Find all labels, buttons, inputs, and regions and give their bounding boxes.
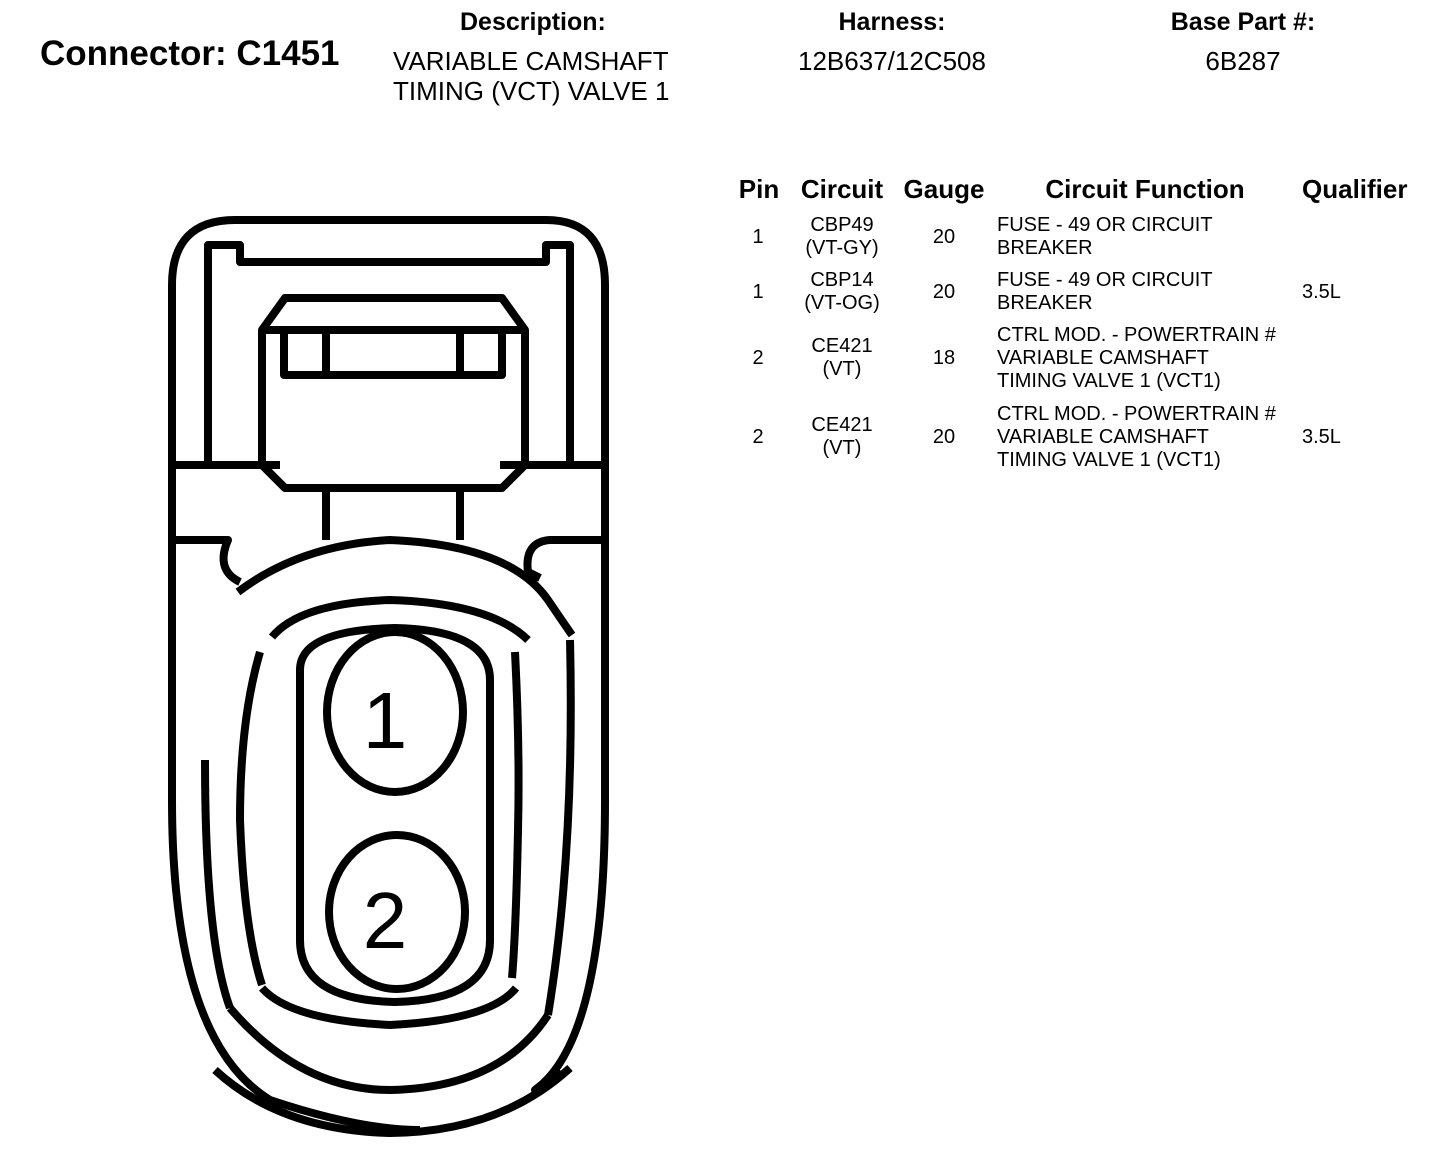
row-3-circuit-color: (VT) bbox=[822, 358, 862, 380]
inner-top-frame bbox=[204, 241, 574, 465]
row-4-circuit: CE421 (VT) bbox=[790, 414, 894, 460]
seal-ring-bottom bbox=[258, 985, 520, 1029]
row-3-function: CTRL MOD. - POWERTRAIN # VARIABLE CAMSHA… bbox=[997, 324, 1276, 393]
row-1-circuit-id: CBP49 bbox=[810, 214, 874, 236]
housing-outer-edge bbox=[168, 216, 609, 540]
row-1-function-line-2: BREAKER bbox=[997, 237, 1093, 259]
row-4-function-line-2: VARIABLE CAMSHAFT bbox=[997, 426, 1209, 448]
description-line-2: TIMING (VCT) VALVE 1 bbox=[393, 76, 670, 106]
row-3-gauge: 18 bbox=[932, 347, 956, 369]
pin-1-label: 1 bbox=[363, 676, 408, 765]
pin-1-cavity bbox=[323, 628, 467, 796]
base-part-label: Base Part #: bbox=[1170, 8, 1316, 36]
pin-1: 1 bbox=[323, 628, 467, 796]
row-3-circuit-id: CE421 bbox=[811, 335, 873, 357]
row-1-circuit: CBP49 (VT-GY) bbox=[790, 214, 894, 260]
description-line-1: VARIABLE CAMSHAFT bbox=[393, 46, 669, 76]
row-3-function-line-3: TIMING VALVE 1 (VCT1) bbox=[997, 370, 1221, 392]
row-1-function: FUSE - 49 OR CIRCUIT BREAKER bbox=[997, 214, 1213, 260]
row-3-circuit: CE421 (VT) bbox=[790, 335, 894, 381]
pin-2: 2 bbox=[325, 831, 469, 993]
harness-label: Harness: bbox=[838, 8, 946, 36]
row-1-function-line-1: FUSE - 49 OR CIRCUIT bbox=[997, 214, 1213, 236]
row-2-circuit-id: CBP14 bbox=[810, 269, 874, 291]
row-3-function-line-1: CTRL MOD. - POWERTRAIN # bbox=[997, 324, 1276, 346]
mating-face-ring bbox=[235, 536, 576, 638]
row-4-function-line-3: TIMING VALVE 1 (VCT1) bbox=[997, 449, 1221, 471]
row-2-circuit-color: (VT-OG) bbox=[804, 292, 880, 314]
row-3-function-line-2: VARIABLE CAMSHAFT bbox=[997, 347, 1209, 369]
row-1-circuit-color: (VT-GY) bbox=[805, 237, 879, 259]
row-4-gauge: 20 bbox=[932, 426, 956, 448]
row-4-qualifier: 3.5L bbox=[1302, 426, 1341, 448]
latch-window bbox=[280, 326, 506, 379]
row-2-gauge: 20 bbox=[932, 281, 956, 303]
row-2-function-line-1: FUSE - 49 OR CIRCUIT bbox=[997, 269, 1213, 291]
seal-ring-right-outer bbox=[508, 651, 523, 979]
description-label: Description: bbox=[460, 8, 606, 36]
housing-left-wall bbox=[168, 540, 421, 1134]
housing-bottom-arc bbox=[212, 1065, 573, 1137]
seal-ring-lower-arc bbox=[226, 1005, 552, 1094]
pin-2-cavity bbox=[325, 831, 469, 993]
pin-2-label: 2 bbox=[363, 876, 408, 965]
column-header-circuit-function: Circuit Function bbox=[1045, 174, 1245, 204]
base-part-value: 6B287 bbox=[1205, 46, 1281, 76]
row-1-gauge: 20 bbox=[932, 226, 956, 248]
column-header-circuit: Circuit bbox=[800, 174, 884, 204]
latch-block bbox=[258, 294, 529, 492]
column-header-qualifier: Qualifier bbox=[1302, 174, 1408, 204]
row-4-circuit-id: CE421 bbox=[811, 414, 873, 436]
row-2-function-line-2: BREAKER bbox=[997, 292, 1093, 314]
pin-cavity-outline bbox=[296, 624, 494, 1006]
seal-ring-top bbox=[268, 596, 531, 643]
seal-ring-side-right bbox=[544, 639, 575, 1016]
row-2-qualifier: 3.5L bbox=[1302, 281, 1341, 303]
connector-title: Connector: C1451 bbox=[40, 34, 340, 73]
column-header-pin: Pin bbox=[738, 174, 780, 204]
harness-value: 12B637/12C508 bbox=[798, 46, 986, 76]
column-header-gauge: Gauge bbox=[903, 174, 985, 204]
row-2-function: FUSE - 49 OR CIRCUIT BREAKER bbox=[997, 269, 1213, 315]
seal-ring-left-outer bbox=[236, 650, 266, 987]
row-1-pin: 1 bbox=[752, 226, 764, 248]
row-3-pin: 2 bbox=[752, 347, 764, 369]
row-4-pin: 2 bbox=[752, 426, 764, 448]
row-4-circuit-color: (VT) bbox=[822, 437, 862, 459]
mid-separator-left bbox=[172, 536, 242, 586]
row-4-function-line-1: CTRL MOD. - POWERTRAIN # bbox=[997, 403, 1276, 425]
connector-housing-outline bbox=[168, 216, 609, 1137]
mid-separator-right bbox=[523, 536, 605, 582]
row-2-circuit: CBP14 (VT-OG) bbox=[790, 269, 894, 315]
description-value: VARIABLE CAMSHAFT TIMING (VCT) VALVE 1 bbox=[393, 46, 669, 106]
seal-ring-side-left bbox=[201, 759, 234, 1010]
row-4-function: CTRL MOD. - POWERTRAIN # VARIABLE CAMSHA… bbox=[997, 403, 1276, 472]
row-2-pin: 1 bbox=[752, 281, 764, 303]
housing-right-wall bbox=[531, 540, 609, 1094]
